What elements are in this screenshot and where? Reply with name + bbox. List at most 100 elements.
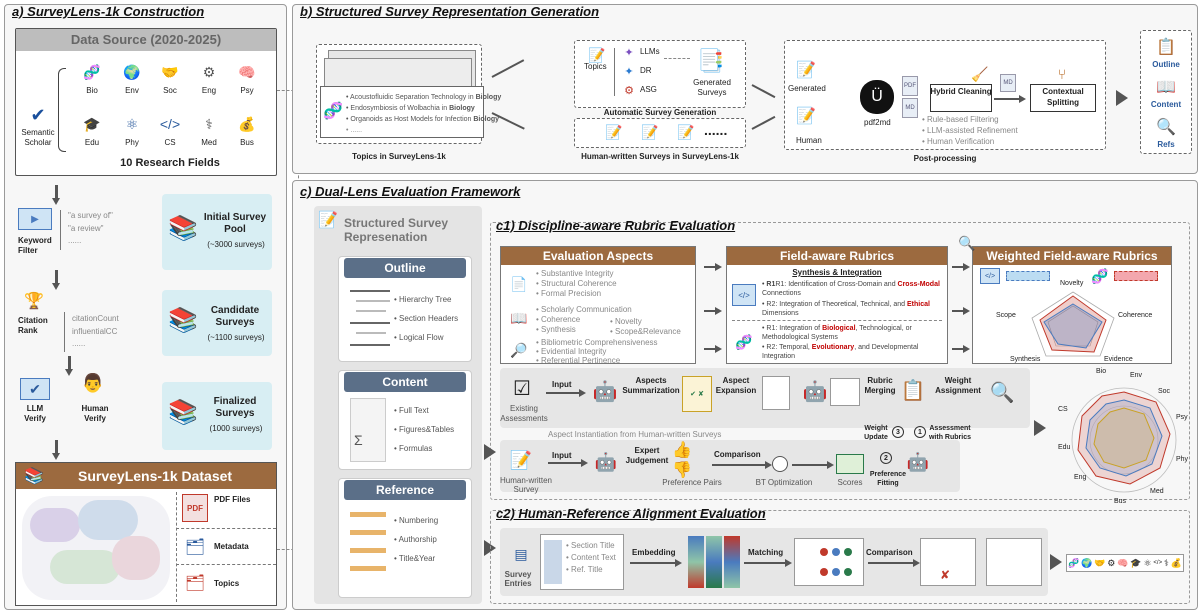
- content-item-1-text: Full Text: [399, 406, 429, 415]
- aspect-1-3: • Formal Precision: [536, 289, 602, 298]
- radar-axis-synthesis: Synthesis: [1010, 356, 1041, 363]
- bio-weight-bar: [1114, 271, 1158, 281]
- eval-aspects-box: [500, 246, 696, 364]
- aspect-1-2-text: Structural Coherence: [541, 279, 617, 288]
- bar-gear-icon: ⚙: [1107, 557, 1116, 568]
- pdf-icon: PDF: [182, 494, 208, 522]
- scores-label: Scores: [837, 478, 863, 487]
- keyword-filter-label: Keyword Filter: [18, 236, 56, 256]
- content-head: Content: [344, 372, 466, 392]
- aspect-3-2-text: Evidential Integrity: [541, 347, 607, 356]
- dataset-hline-1: [176, 528, 276, 529]
- code-icon: </>: [159, 116, 181, 132]
- rubric-cs-r2-c: Dimensions: [762, 310, 799, 317]
- generated-label: Generated: [788, 84, 826, 93]
- aspect-2-4-text: Novelty: [615, 317, 642, 326]
- ref-line-4: [350, 566, 386, 571]
- topic-map-blob-4: [112, 536, 160, 580]
- checklist-icon: ☑: [513, 377, 531, 400]
- auto-gen-box: [574, 40, 746, 108]
- weighted-head-text: Weighted Field-aware Rubrics: [986, 249, 1158, 263]
- pdf-file-icon: PDF: [902, 76, 918, 96]
- rubric-bio-r1-b: Biological: [822, 325, 856, 332]
- aspect-1-2: • Structural Coherence: [536, 279, 617, 288]
- arrow-existing-input: [546, 389, 586, 397]
- entry-item-1-text: Section Title: [571, 541, 615, 550]
- ref-line-2: [350, 530, 386, 535]
- bt-circle: [772, 456, 788, 472]
- arrow-struct-to-c1: [484, 444, 496, 460]
- post-processing-caption: Post-processing: [913, 154, 977, 163]
- bar-atom-icon: ⚛: [1143, 557, 1152, 568]
- content-item-3: • Formulas: [394, 444, 433, 453]
- ref-line-1: [350, 512, 386, 517]
- weight-update-label: Weight Update: [864, 425, 888, 441]
- output-content: Content: [1150, 100, 1182, 109]
- topic-line-1: • Acoustofluidic Separation Technology i…: [346, 94, 502, 101]
- topics-icon: 🗂: [184, 575, 206, 592]
- entry-item-1: • Section Title: [566, 541, 615, 550]
- matching-label: Matching: [748, 548, 784, 557]
- topic-map-blob-1: [30, 508, 80, 542]
- rubric-divider: [732, 320, 942, 321]
- dr-icon: ✦: [624, 65, 634, 78]
- field-icon-bar: 🧬 🌍 🤝 ⚙ 🧠 🎓 ⚛ </> ⚕ 💰: [1066, 554, 1184, 572]
- gear-icon: ⚙: [202, 63, 216, 80]
- structured-doc-icon: 📝: [318, 212, 338, 229]
- generated-docs-icon: 📑: [697, 48, 725, 73]
- aspect-3-1: • Bibliometric Comprehensiveness: [536, 338, 658, 347]
- keyword-brace: [60, 210, 66, 250]
- arrow-aspect-1: [704, 263, 722, 271]
- arrow-to-outputs: [1116, 90, 1128, 106]
- topic-line-1-text: Acoustofluidic Separation Technology in: [350, 94, 476, 101]
- reference-item-3: • Title&Year: [394, 554, 436, 563]
- magnifier-icon: 🔍: [989, 381, 1015, 404]
- c1-title: c1) Discipline-aware Rubric Evaluation: [496, 218, 736, 233]
- eval-aspects-head: Evaluation Aspects: [501, 247, 695, 265]
- final-field-psy: Psy: [1176, 414, 1188, 421]
- broom-icon: 🧹: [971, 65, 989, 82]
- content-item-2: • Figures&Tables: [394, 425, 455, 434]
- human-survey-icon: 📝: [509, 449, 533, 470]
- cleaning-step-2-text: LLM-assisted Refinement: [927, 126, 1018, 135]
- weighted-head: Weighted Field-aware Rubrics: [973, 247, 1171, 265]
- outline-line-3: [356, 310, 386, 312]
- citation-brace: [64, 312, 70, 352]
- arrow-down-4: [52, 440, 60, 460]
- embed-block-1: [688, 536, 704, 588]
- final-field-env: Env: [1130, 372, 1143, 379]
- bar-handshake-icon: 🤝: [1094, 557, 1106, 568]
- initial-pool-box: [162, 194, 272, 270]
- pdf2md-label: pdf2md: [864, 118, 891, 127]
- bar-dna-icon: 🧬: [1067, 557, 1080, 568]
- keyword-2: "a review": [68, 224, 104, 233]
- aspect-2-5-text: Scope&Relevance: [615, 327, 681, 336]
- citation-rank-label: Citation Rank: [18, 316, 48, 335]
- entry-item-2: • Content Text: [566, 553, 616, 562]
- dataset-title: SurveyLens-1k Dataset: [78, 468, 233, 484]
- outline-item-2-text: Section Headers: [399, 314, 459, 323]
- books-icon: 📚: [24, 468, 44, 485]
- content-item-2-text: Figures&Tables: [399, 425, 455, 434]
- semantic-scholar-label: Semantic Scholar: [21, 128, 55, 147]
- robot-icon-4: 🤖: [906, 451, 930, 472]
- comparison-label-2: Comparison: [866, 548, 913, 557]
- final-field-bus: Bus: [1114, 498, 1127, 505]
- bio-weight-icon: 🧬: [1091, 267, 1109, 284]
- cleaning-step-1-text: Rule-based Filtering: [927, 115, 999, 124]
- arrow-comparison: [868, 559, 920, 567]
- candidate-box: [162, 290, 272, 356]
- reference-item-1: • Numbering: [394, 516, 439, 525]
- final-field-phy: Phy: [1176, 456, 1189, 463]
- arrow-aspect-2: [704, 307, 722, 315]
- refs-icon: 🔍: [1156, 119, 1176, 136]
- bar-cap-icon: 🎓: [1130, 557, 1142, 568]
- finalized-label: Finalized Surveys: [213, 396, 257, 419]
- rubric-bio-r1: • R1: Integration of Biological, Technol…: [762, 325, 912, 341]
- candidate-count: (~1100 surveys): [207, 333, 265, 342]
- arrow-to-bt: [712, 461, 772, 469]
- field-eng: Eng: [201, 86, 217, 95]
- initial-pool-label: Initial Survey Pool: [203, 212, 267, 235]
- generated-surveys-label: Generated Surveys: [693, 78, 731, 97]
- aspect-2-2: • Coherence: [536, 315, 581, 324]
